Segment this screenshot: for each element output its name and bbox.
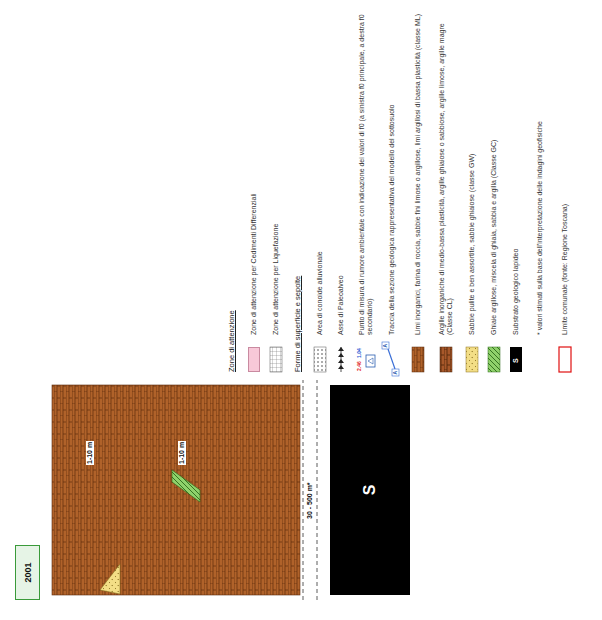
substrate-symbol: S	[512, 358, 520, 363]
legend-text: Area di conoide alluvionale	[316, 13, 324, 335]
substrate-block: S	[330, 385, 410, 595]
legend-text: Sabbie pulite e ben assortite, sabbie gh…	[468, 13, 476, 335]
legend-swatch	[248, 347, 260, 372]
thickness-label: 1-10 m	[86, 441, 94, 465]
legend-text: Limi inorganici, farina di roccia, sabbi…	[414, 13, 422, 335]
section-end-mark: A	[393, 371, 399, 375]
legend-text: Asse di Paleoalveo	[337, 13, 345, 335]
f0-value: 2.46	[357, 361, 363, 371]
node-text: S	[361, 485, 379, 496]
legend-text: Argille inorganiche di medio-bassa plast…	[438, 13, 454, 335]
legend-text: Traccia della sezione geologica rapprese…	[388, 13, 396, 335]
footnote: * valori stimati sulla base dell'interpr…	[536, 15, 544, 335]
depth-label: 30 - 500 m*	[306, 481, 314, 520]
section-end-mark: A	[383, 344, 389, 348]
node-text: 2001	[23, 562, 33, 582]
legend-text: Zone di attenzione per Liquefazione	[272, 13, 280, 335]
legend-text: Limite comunale (fonte: Regione Toscana)	[561, 13, 569, 335]
section-heading: Zone di attenzione	[228, 310, 237, 372]
legend-text: Ghiaie argillose, miscela di ghiaia, sab…	[490, 13, 498, 335]
site-id-box: 2001	[15, 545, 40, 600]
f0-value: 1.04	[357, 348, 363, 358]
legend-text: Substrato geologico lapideo	[512, 13, 520, 335]
legend-text: Punto di misura di rumore ambientale con…	[358, 13, 374, 335]
legend-text: Zone di attenzione per Cedimenti Differe…	[250, 13, 258, 335]
thickness-label: 1-10 m	[178, 441, 186, 465]
section-heading: Forme di superficie e sepolte	[294, 276, 303, 372]
